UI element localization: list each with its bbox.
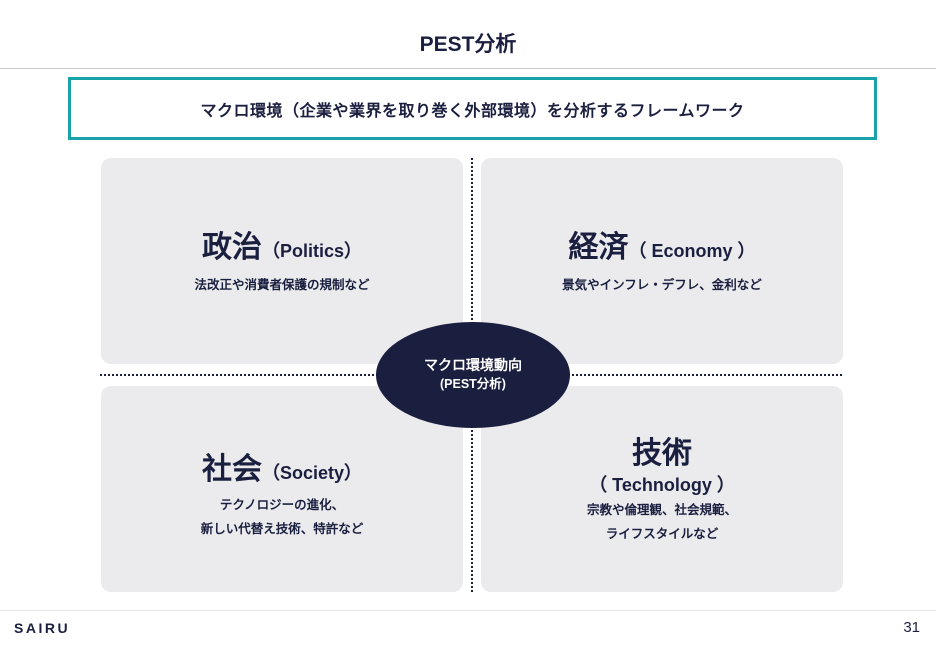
page-title: PEST分析 (419, 33, 517, 56)
quadrant-technology: 技術 （ Technology ） 宗教や倫理観、社会規範、 ライフスタイルなど (481, 386, 843, 592)
quadrant-desc: 法改正や消費者保護の規制など (194, 278, 370, 292)
quadrant-desc: 景気やインフレ・デフレ、金利など (562, 278, 762, 292)
quadrant-title: 社会 (201, 453, 262, 486)
center-label: マクロ環境動向 (424, 357, 522, 373)
quadrant-desc: 宗教や倫理観、社会規範、 (586, 503, 737, 517)
quadrant-en: （Politics） (261, 241, 363, 261)
quadrant-en: （ Economy ） (628, 241, 756, 261)
quadrant-desc: ライフスタイルなど (605, 527, 719, 541)
header-divider (0, 68, 936, 69)
quadrant-desc: 新しい代替え技術、特許など (200, 522, 364, 536)
definition-banner: マクロ環境（企業や業界を取り巻く外部環境）を分析するフレームワーク (68, 77, 877, 140)
quadrant-society: 社会（Society） テクノロジーの進化、 新しい代替え技術、特許など (101, 386, 463, 592)
quadrant-title: 経済 (568, 231, 629, 264)
quadrant-politics: 政治（Politics） 法改正や消費者保護の規制など (101, 158, 463, 364)
quadrant-en: （Society） (261, 463, 363, 483)
quadrant-desc: テクノロジーの進化、 (219, 498, 345, 512)
page-number: 31 (903, 619, 920, 636)
brand-logo: SAIRU (14, 620, 71, 636)
center-sublabel: (PEST分析) (440, 377, 506, 391)
banner-text: マクロ環境（企業や業界を取り巻く外部環境）を分析するフレームワーク (200, 102, 745, 120)
quadrant-title: 政治 (201, 231, 262, 264)
quadrant-economy: 経済（ Economy ） 景気やインフレ・デフレ、金利など (481, 158, 843, 364)
footer-divider (0, 610, 936, 611)
quadrant-en: （ Technology ） (589, 475, 735, 495)
center-ellipse: マクロ環境動向 (PEST分析) (376, 322, 570, 428)
quadrant-title: 技術 (632, 437, 692, 470)
